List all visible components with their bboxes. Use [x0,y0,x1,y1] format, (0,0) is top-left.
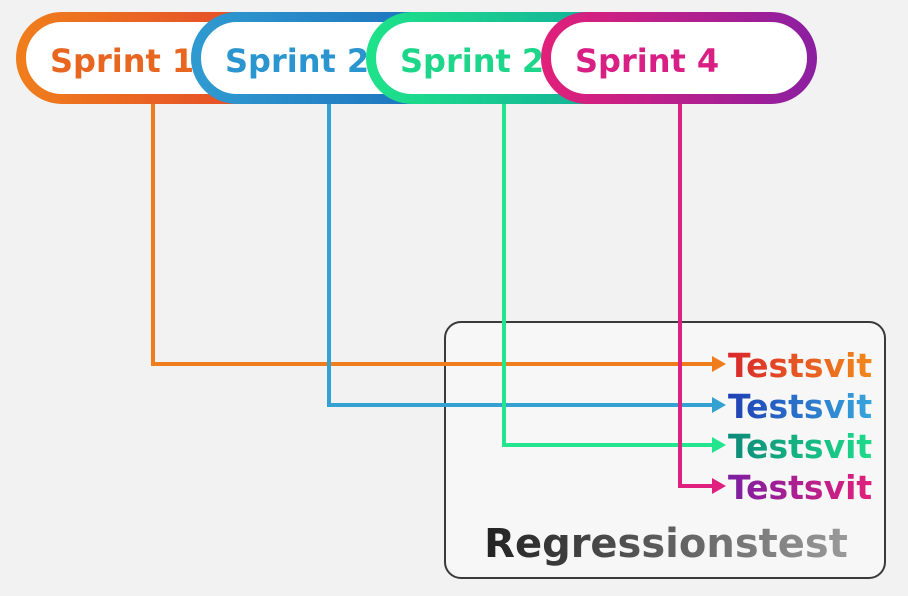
sprint-label: Sprint 2 [225,42,369,80]
sprint-pills: Sprint 1 Sprint 2 Sprint 2 Sprint 4 [16,12,817,104]
sprint-label: Sprint 1 [50,42,194,80]
arrowhead-icon [712,478,726,494]
arrowhead-icon [712,356,726,372]
testsuite-label: Testsvit [728,468,872,507]
regression-label: Regressionstest [484,521,848,567]
regression-box [444,321,886,579]
sprint-label: Sprint 4 [575,42,719,80]
arrowhead-icon [712,397,726,413]
sprint-label: Sprint 2 [400,42,544,80]
connector-line [327,98,714,407]
connector-line [502,98,714,447]
testsuite-label: Testsvit [728,387,872,426]
testsuite-label: Testsvit [728,427,872,466]
sprint-pill-4: Sprint 4 [541,12,817,104]
testsuite-label: Testsvit [728,346,872,385]
connector-line [678,98,714,488]
arrowhead-icon [712,437,726,453]
connector-line [151,98,714,366]
sprint-pill-shape [541,12,817,104]
connectors [151,98,726,494]
